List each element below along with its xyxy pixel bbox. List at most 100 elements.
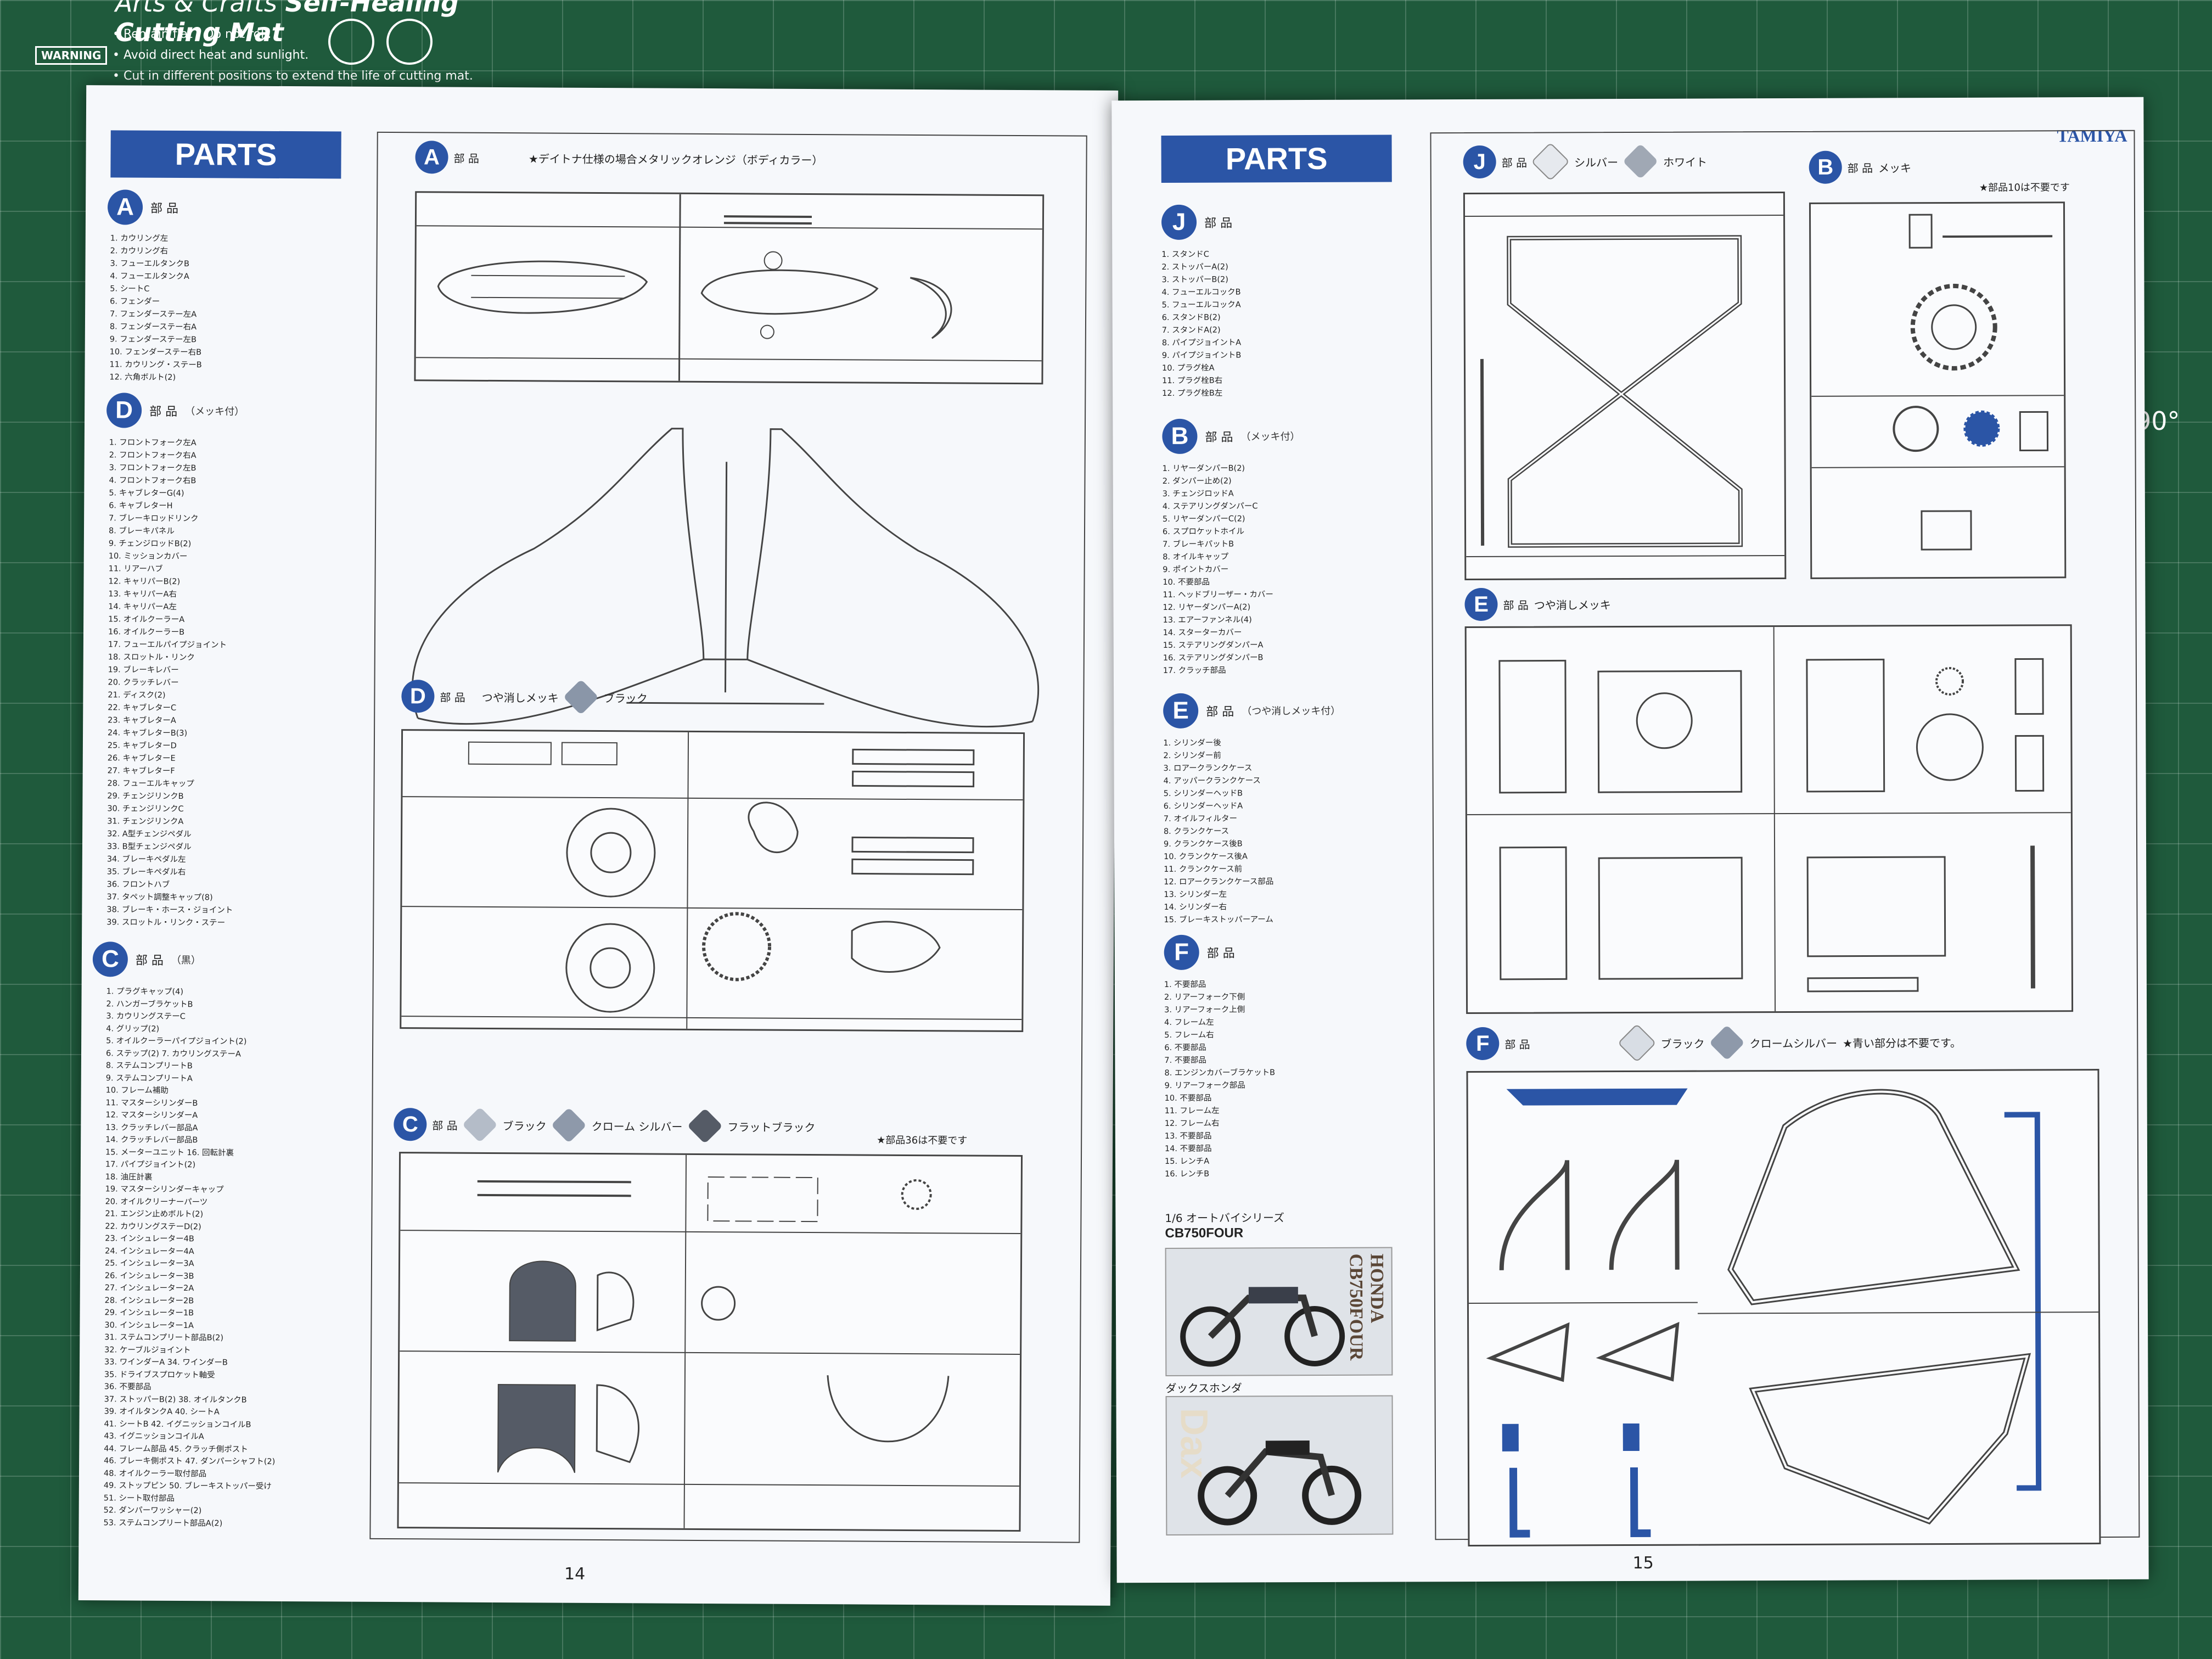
list-item: 9. ポイントカバー	[1163, 565, 1229, 574]
list-item: 1. プラグキャップ(4)	[106, 987, 184, 997]
list-item: 16. オイルクーラーB	[108, 627, 185, 637]
section-title: 部 品	[150, 201, 179, 216]
list-item: 8. ブレーキパネル	[108, 526, 175, 536]
list-item: 15. ステアリングダンパーA	[1163, 641, 1264, 650]
list-item: 11. フレーム左	[1164, 1106, 1220, 1116]
sprue-f-drawing-right	[1698, 1089, 2099, 1525]
list-item: 10. 不要部品	[1164, 1094, 1212, 1103]
list-item: 10. 不要部品	[1163, 578, 1210, 587]
mat-warning-badge: WARNING	[35, 46, 108, 65]
list-item: 3. ストッパーB(2)	[1161, 275, 1228, 284]
section-title: 部 品	[149, 405, 178, 419]
mat-rule: • Remain flat - Do not roll.	[113, 27, 272, 41]
list-item: 3. リアーフォーク上側	[1164, 1005, 1245, 1015]
sprue-note: ★デイトナ仕様の場合メタリックオレンジ（ボディカラー）	[528, 152, 823, 167]
list-item: 8. エンジンカバーブラケットB	[1164, 1068, 1276, 1078]
sprue-letter: A	[415, 141, 448, 174]
list-b-heading: B 部 品 （メッキ付）	[1162, 418, 1300, 454]
list-item: 19. マスターシリンダーキャップ	[105, 1185, 224, 1195]
list-item: 39. オイルタンクA 40. シートA	[104, 1407, 220, 1417]
list-item: 6. スプロケットホイル	[1163, 527, 1245, 536]
sprue-b-drawing	[1811, 214, 2064, 551]
list-item: 14. シリンダー右	[1164, 903, 1227, 912]
list-d-heading: D 部 品 （メッキ付）	[106, 393, 244, 428]
list-item: 33. B型チェンジペダル	[106, 842, 192, 852]
swatch-label: フラットブラック	[727, 1120, 816, 1134]
list-item: 9. クランクケース後B	[1163, 839, 1243, 849]
list-item: 23. キャブレターA	[108, 716, 176, 725]
sprue-j-frame	[1463, 192, 1787, 581]
cutting-mat-header: Arts & Crafts Self-Healing Cutting Mat W…	[0, 0, 549, 88]
list-item: 2. リアーフォーク下側	[1164, 993, 1245, 1002]
list-item: 3. フロントフォーク左B	[109, 463, 197, 473]
sprue-b-label: B 部 品 メッキ	[1809, 150, 1912, 184]
swatch-icon	[687, 1108, 723, 1144]
swatch-icon	[1622, 143, 1659, 180]
list-item: 25. キャブレターD	[107, 741, 177, 750]
list-item: 11. プラグ栓B右	[1162, 376, 1223, 385]
list-item: 13. シリンダー左	[1164, 890, 1227, 899]
list-item: 10. フェンダーステー右B	[109, 348, 202, 357]
swatch-label: シルバー	[1574, 155, 1619, 169]
swatch-label: ホワイト	[1663, 155, 1708, 169]
swatch-label: ブラック	[603, 691, 648, 705]
list-item: 6. シリンダーヘッドA	[1163, 802, 1243, 811]
list-item: 24. インシュレーター4A	[105, 1246, 194, 1256]
sprue-finish: つや消しメッキ	[481, 691, 559, 705]
sprue-d-drawing	[401, 732, 1023, 1029]
list-item: 32. ケーブルジョイント	[104, 1345, 191, 1355]
list-item: 25. インシュレーター3A	[104, 1259, 194, 1269]
list-item: 26. インシュレーター3B	[104, 1271, 194, 1281]
sprue-j-label: J 部 品 シルバー ホワイト	[1463, 142, 1708, 181]
list-item: 8. フェンダーステー右A	[109, 322, 197, 332]
list-item: 3. チェンジロッドA	[1162, 489, 1234, 498]
sprue-title: 部 品	[1504, 1038, 1530, 1051]
list-item: 18. 油圧計裏	[105, 1172, 153, 1182]
list-item: 1. リヤーダンパーB(2)	[1162, 464, 1245, 473]
list-item: 30. インシュレーター1A	[104, 1320, 194, 1330]
sprue-a-frame	[414, 191, 1045, 385]
list-item: 11. マスターシリンダーB	[105, 1098, 198, 1108]
parts-banner: PARTS	[1161, 134, 1392, 183]
list-item: 12. マスターシリンダーA	[105, 1111, 198, 1120]
list-item: 13. クラッチレバー部品A	[105, 1123, 198, 1133]
mat-rules: • Remain flat - Do not roll. • Avoid dir…	[113, 24, 473, 87]
list-item: 16. レンチB	[1165, 1169, 1210, 1179]
list-item: 3. ロアークランクケース	[1163, 764, 1253, 773]
section-title: 部 品	[135, 954, 164, 968]
series-label: ダックスホンダ	[1165, 1381, 1242, 1395]
list-item: 49. ストップピン 50. ブレーキストッパー受け	[103, 1481, 272, 1491]
list-item: 2. ストッパーA(2)	[1161, 262, 1228, 272]
list-item: 8. ステムコンプリートB	[105, 1061, 193, 1071]
list-j-heading: J 部 品	[1161, 204, 1232, 240]
section-note: （黒）	[171, 954, 201, 967]
list-item: 5. フューエルコックA	[1161, 300, 1241, 310]
list-item: 36. 不要部品	[104, 1382, 151, 1392]
list-item: 10. フレーム補助	[105, 1086, 169, 1095]
list-item: 44. フレーム部品 45. クラッチ側ポスト	[104, 1444, 248, 1454]
list-item: 5. シートC	[110, 284, 150, 294]
list-item: 20. クラッチレバー	[108, 678, 179, 687]
list-item: 26. キャブレターE	[107, 754, 176, 763]
list-item: 2. ダンパー止め(2)	[1162, 477, 1232, 486]
list-a-heading: A 部 品	[107, 189, 179, 225]
list-item: 15. メーターユニット 16. 回転計裏	[105, 1147, 234, 1158]
swatch-label: ブラック	[1660, 1037, 1705, 1051]
product-box-text: Dax	[1172, 1408, 1216, 1479]
product-box-dax: Dax	[1165, 1395, 1394, 1535]
list-item: 16. ステアリングダンパーB	[1163, 653, 1264, 663]
list-item: 24. キャブレターB(3)	[108, 728, 188, 738]
list-item: 48. オイルクーラー取付部品	[103, 1469, 207, 1478]
list-item: 5. シリンダーヘッドB	[1163, 789, 1243, 798]
list-item: 6. スタンドB(2)	[1161, 313, 1221, 322]
page-number: 15	[1632, 1553, 1654, 1573]
list-item: 8. オイルキャップ	[1163, 552, 1229, 562]
sprue-letter: J	[1463, 145, 1496, 179]
mat-rule: • Avoid direct heat and sunlight.	[113, 48, 309, 62]
list-item: 13. キャリパーA右	[108, 590, 177, 599]
